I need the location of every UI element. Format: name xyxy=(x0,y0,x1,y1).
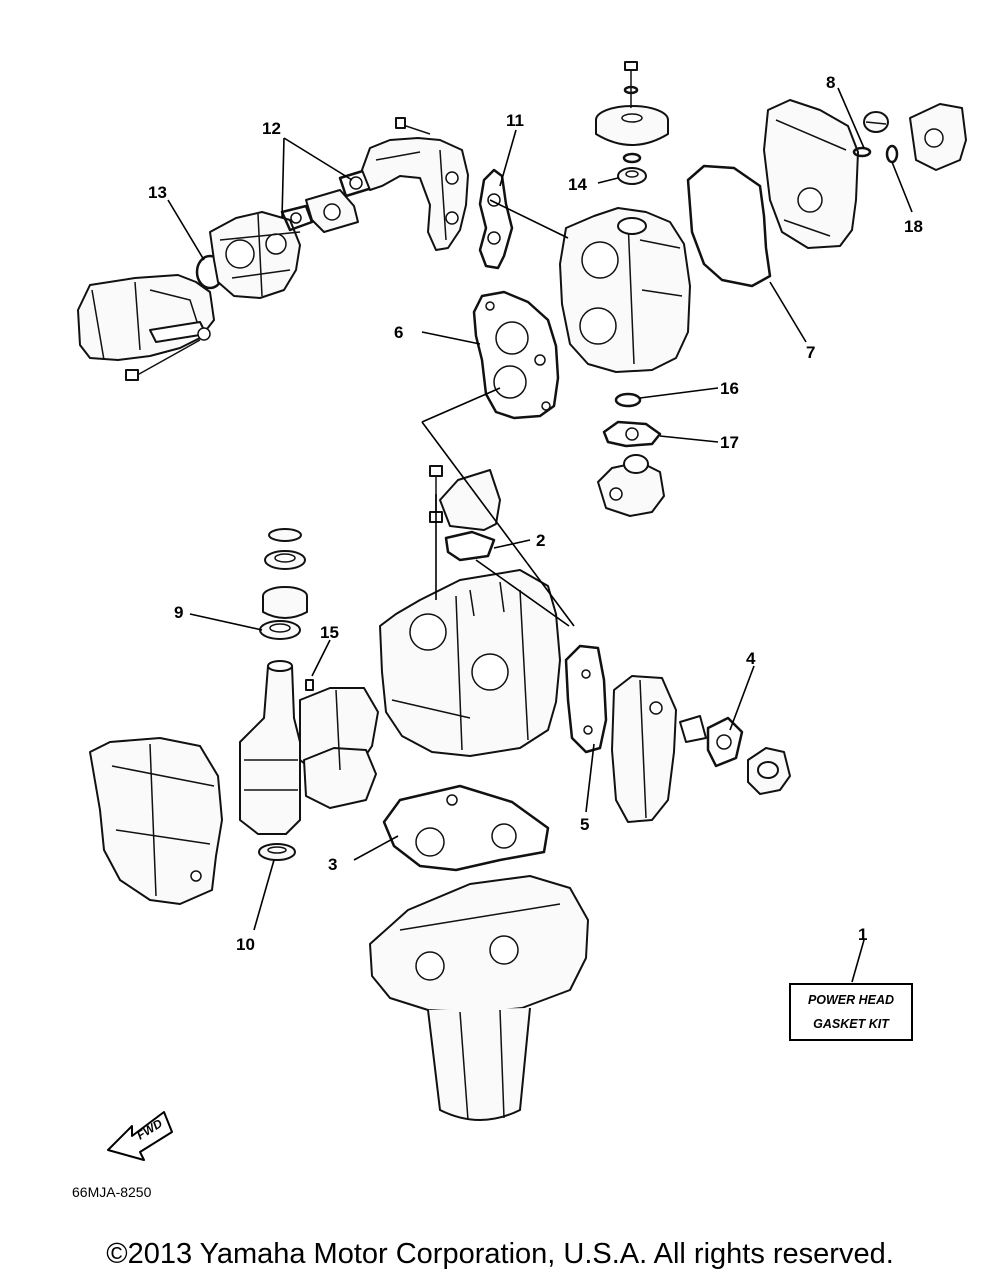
manifold-bolt xyxy=(395,117,431,135)
crankshaft xyxy=(239,660,301,835)
thermostat-gasket-4 xyxy=(706,716,744,768)
callout-17: 17 xyxy=(720,433,739,452)
washer xyxy=(622,152,642,164)
callout-13: 13 xyxy=(148,183,167,202)
exhaust-cover-gasket-11 xyxy=(478,168,514,270)
callout-3: 3 xyxy=(328,855,337,874)
callout-5: 5 xyxy=(580,815,589,834)
carb-spacer xyxy=(305,189,359,233)
crankcase xyxy=(89,737,223,905)
cam-pulley xyxy=(595,105,669,146)
callout-8: 8 xyxy=(826,73,835,92)
leader-lines xyxy=(167,87,913,983)
callout-6: 6 xyxy=(394,323,403,342)
bearing-top xyxy=(268,528,302,542)
diagram-code: 66MJA-8250 xyxy=(72,1184,152,1200)
thermostat xyxy=(679,715,707,743)
crank-pulley xyxy=(262,586,308,619)
exhaust-guide xyxy=(369,875,589,1121)
o-ring-18 xyxy=(885,144,899,164)
oil-seal-10 xyxy=(258,843,296,861)
callout-4: 4 xyxy=(746,649,756,668)
oil-seal-14 xyxy=(617,167,647,185)
intake-manifold xyxy=(361,137,469,251)
cylinder-head-gasket-6 xyxy=(472,290,560,420)
thermostat-housing xyxy=(747,747,791,795)
o-ring-16 xyxy=(614,392,642,408)
o-ring-8 xyxy=(852,146,872,158)
callout-1: 1 xyxy=(858,925,867,944)
exhaust-cover xyxy=(611,675,677,823)
cylinder-block xyxy=(379,569,561,757)
block-bracket xyxy=(429,465,501,531)
callout-18: 18 xyxy=(904,217,923,236)
bearing-seal xyxy=(264,550,306,570)
upper-case-gasket-3 xyxy=(382,784,550,872)
callout-7: 7 xyxy=(806,343,815,362)
dowel-pin-15 xyxy=(305,679,314,691)
fwd-arrow-icon: FWD xyxy=(107,1111,173,1161)
oil-pump xyxy=(597,454,665,517)
oil-seal-9 xyxy=(259,620,301,640)
head-cover xyxy=(763,99,859,249)
intake-silencer xyxy=(77,274,215,361)
pump-gasket-17 xyxy=(602,420,662,448)
callout-11: 11 xyxy=(506,111,524,130)
bracket-gasket-2 xyxy=(444,530,496,562)
callout-labels: 1 2 3 4 5 6 7 8 9 10 11 12 13 14 15 16 1… xyxy=(148,73,923,954)
silencer-bolt xyxy=(125,327,211,381)
callout-2: 2 xyxy=(536,531,545,550)
copyright-notice: ©2013 Yamaha Motor Corporation, U.S.A. A… xyxy=(106,1238,894,1270)
callout-9: 9 xyxy=(174,603,183,622)
exhaust-cover-gasket-5 xyxy=(564,644,608,754)
callout-16: 16 xyxy=(720,379,739,398)
carb-gasket-12a xyxy=(280,204,314,232)
kit-label-line1: POWER HEAD xyxy=(808,993,894,1007)
callout-14: 14 xyxy=(568,175,587,194)
oil-filler-cap xyxy=(863,111,889,133)
pulley-bolt xyxy=(623,61,639,108)
kit-label-line2: GASKET KIT xyxy=(813,1017,890,1031)
callout-15: 15 xyxy=(320,623,339,642)
gasket-kit-label: POWER HEAD GASKET KIT xyxy=(789,983,913,1041)
carburetor xyxy=(209,211,301,299)
callout-12: 12 xyxy=(262,119,281,138)
head-cover-gasket-7 xyxy=(686,164,772,288)
cylinder-head xyxy=(559,207,691,373)
thermostat-cover xyxy=(909,103,967,171)
callout-10: 10 xyxy=(236,935,255,954)
piston-assembly xyxy=(299,687,379,809)
